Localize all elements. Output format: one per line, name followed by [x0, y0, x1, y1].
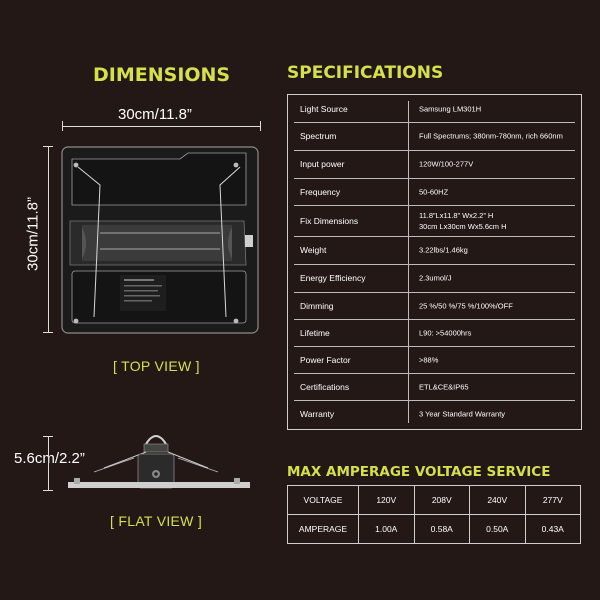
depth-tick-bottom	[43, 490, 53, 491]
amperage-table: VOLTAGE 120V 208V 240V 277V AMPERAGE 1.0…	[287, 485, 581, 544]
amperage-cell: 0.50A	[469, 514, 526, 544]
spec-value-line: 3 Year Standard Warranty	[419, 409, 506, 418]
height-dimension-line	[48, 146, 49, 332]
spec-key: Weight	[300, 244, 327, 255]
spec-divider	[294, 373, 575, 374]
spec-key: Fix Dimensions	[300, 215, 359, 226]
spec-value-line: ETL&CE&IP65	[419, 382, 469, 391]
spec-key: Light Source	[300, 103, 348, 114]
spec-row-power-factor: Power Factor >88%	[294, 346, 575, 373]
width-label: 30cm/11.8”	[118, 106, 192, 123]
spec-value: 50-60HZ	[419, 186, 448, 197]
spec-row-frequency: Frequency 50-60HZ	[294, 178, 575, 205]
spec-value: 11.8”Lx11.8” Wx2.2” H 30cm Lx30cm Wx5.6c…	[419, 210, 507, 232]
spec-row-energy-efficiency: Energy Efficiency 2.3umol/J	[294, 264, 575, 291]
amperage-cell: 0.58A	[413, 514, 470, 544]
spec-key: Input power	[300, 158, 345, 169]
spec-divider	[294, 205, 575, 206]
voltage-label: VOLTAGE	[287, 485, 359, 515]
spec-value-line: L90: >54000hrs	[419, 328, 472, 337]
spec-divider	[294, 264, 575, 265]
spec-value: 120W/100-277V	[419, 158, 473, 169]
specifications-table: Light Source Samsung LM301H Spectrum Ful…	[287, 94, 582, 430]
spec-value: ETL&CE&IP65	[419, 381, 469, 392]
flat-view-label: [ FLAT VIEW ]	[110, 513, 203, 529]
spec-value-line: 2.3umol/J	[419, 273, 452, 282]
height-tick-top	[43, 146, 53, 147]
depth-tick-top	[43, 436, 53, 437]
spec-divider	[294, 400, 575, 401]
spec-column-divider	[408, 101, 409, 423]
width-tick-right	[260, 121, 261, 131]
spec-row-dimming: Dimming 25 %/50 %/75 %/100%/OFF	[294, 292, 575, 319]
specifications-title: SPECIFICATIONS	[287, 63, 444, 83]
voltage-cell: 208V	[413, 485, 470, 515]
amperage-row: AMPERAGE 1.00A 0.58A 0.50A 0.43A	[287, 514, 581, 544]
spec-row-weight: Weight 3.22lbs/1.46kg	[294, 236, 575, 263]
voltage-cell: 240V	[469, 485, 526, 515]
spec-value: 3 Year Standard Warranty	[419, 408, 505, 419]
spec-divider	[294, 346, 575, 347]
spec-row-input-power: Input power 120W/100-277V	[294, 150, 575, 177]
spec-value: L90: >54000hrs	[419, 327, 471, 338]
spec-key: Spectrum	[300, 130, 337, 141]
top-view-label: [ TOP VIEW ]	[113, 358, 200, 374]
depth-dimension-line	[48, 436, 49, 490]
spec-divider	[294, 178, 575, 179]
spec-row-warranty: Warranty 3 Year Standard Warranty	[294, 400, 575, 427]
height-label: 30cm/11.8”	[24, 197, 42, 271]
spec-value: 25 %/50 %/75 %/100%/OFF	[419, 300, 513, 311]
dimensions-title: DIMENSIONS	[93, 64, 231, 86]
spec-key: Lifetime	[300, 327, 330, 338]
spec-key: Frequency	[300, 186, 341, 197]
depth-label: 5.6cm/2.2”	[14, 450, 85, 467]
height-tick-bottom	[43, 332, 53, 333]
spec-key: Certifications	[300, 381, 350, 392]
spec-value-line: 50-60HZ	[419, 187, 449, 196]
spec-row-lifetime: Lifetime L90: >54000hrs	[294, 319, 575, 346]
amperage-cell: 0.43A	[524, 514, 581, 544]
spec-row-spectrum: Spectrum Full Spectrums; 380nm-780nm, ri…	[294, 122, 575, 149]
spec-divider	[294, 122, 575, 123]
amperage-title: MAX AMPERAGE VOLTAGE SERVICE	[287, 464, 551, 480]
spec-divider	[294, 236, 575, 237]
spec-key: Dimming	[300, 300, 334, 311]
top-view-drawing	[61, 146, 259, 334]
spec-value-line: 120W/100-277V	[419, 159, 474, 168]
spec-row-certifications: Certifications ETL&CE&IP65	[294, 373, 575, 400]
spec-value-line: 25 %/50 %/75 %/100%/OFF	[419, 301, 513, 310]
voltage-cell: 277V	[524, 485, 581, 515]
voltage-cell: 120V	[358, 485, 415, 515]
spec-divider	[294, 150, 575, 151]
width-tick-left	[62, 121, 63, 131]
spec-value: 2.3umol/J	[419, 272, 452, 283]
spec-value-line: Full Spectrums; 380nm-780nm, rich 660nm	[419, 131, 563, 140]
spec-value: >88%	[419, 354, 438, 365]
amperage-label: AMPERAGE	[287, 514, 359, 544]
spec-value-line: >88%	[419, 355, 439, 364]
spec-value: Full Spectrums; 380nm-780nm, rich 660nm	[419, 130, 563, 141]
spec-key: Power Factor	[300, 354, 351, 365]
spec-value: Samsung LM301H	[419, 103, 481, 114]
amperage-cell: 1.00A	[358, 514, 415, 544]
spec-value-line: 3.22lbs/1.46kg	[419, 245, 468, 254]
spec-value-line: 11.8”Lx11.8” Wx2.2” H	[419, 210, 494, 220]
spec-key: Energy Efficiency	[300, 272, 366, 283]
spec-row-fix-dimensions: Fix Dimensions 11.8”Lx11.8” Wx2.2” H 30c…	[294, 205, 575, 236]
spec-value-line: Samsung LM301H	[419, 104, 482, 113]
spec-divider	[294, 292, 575, 293]
spec-key: Warranty	[300, 408, 335, 419]
spec-value: 3.22lbs/1.46kg	[419, 244, 468, 255]
flat-view-drawing	[68, 435, 250, 489]
spec-divider	[294, 319, 575, 320]
width-dimension-line	[62, 126, 260, 127]
spec-row-light-source: Light Source Samsung LM301H	[294, 95, 575, 122]
voltage-row: VOLTAGE 120V 208V 240V 277V	[287, 485, 581, 515]
spec-value-line: 30cm Lx30cm Wx5.6cm H	[419, 221, 507, 231]
